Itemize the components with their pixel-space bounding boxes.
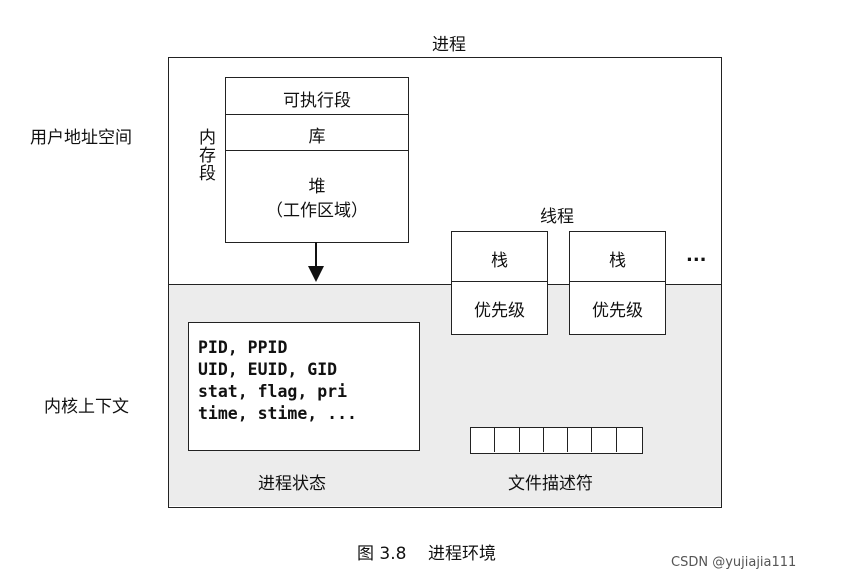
thread-stack: 栈 — [491, 251, 508, 271]
process-title: 进程 — [432, 35, 466, 55]
process-state-label: 进程状态 — [258, 474, 326, 494]
threads-label: 线程 — [540, 207, 574, 227]
thread-priority: 优先级 — [592, 301, 643, 321]
state-line: stat, flag, pri — [198, 382, 348, 401]
heap-workarea: （工作区域） — [266, 201, 368, 221]
thread-stack: 栈 — [609, 251, 626, 271]
user-kernel-divider — [168, 284, 722, 285]
file-descriptor-cell — [520, 428, 544, 452]
process-box — [168, 57, 722, 508]
segment-divider — [226, 150, 408, 151]
file-descriptor-cell — [544, 428, 569, 452]
kernel-context-label: 内核上下文 — [44, 397, 129, 417]
user-space-label: 用户地址空间 — [30, 128, 132, 148]
file-descriptor-label: 文件描述符 — [508, 474, 593, 494]
file-descriptor-cell — [592, 428, 617, 452]
file-descriptor-cell — [471, 428, 496, 452]
state-line: time, stime, ... — [198, 404, 357, 423]
state-line: PID, PPID — [198, 338, 288, 357]
executable-segment: 可执行段 — [283, 91, 351, 111]
memory-segment-label: 内存段 — [195, 128, 215, 182]
state-line: UID, EUID, GID — [198, 360, 338, 379]
watermark: CSDN @yujiajia111 — [671, 555, 797, 570]
process-state-fields: PID, PPID UID, EUID, GID stat, flag, pri… — [198, 337, 357, 425]
threads-more: ... — [686, 245, 707, 266]
file-descriptor-array — [470, 427, 643, 454]
file-descriptor-cell — [568, 428, 593, 452]
library-segment: 库 — [308, 127, 326, 147]
thread-box: 栈 优先级 — [451, 231, 548, 335]
heap-segment: 堆 — [308, 177, 326, 197]
thread-divider — [452, 281, 547, 282]
process-state-box: PID, PPID UID, EUID, GID stat, flag, pri… — [188, 322, 420, 451]
memory-segments-box: 可执行段 库 堆 （工作区域） — [225, 77, 409, 243]
file-descriptor-cell — [495, 428, 520, 452]
thread-box: 栈 优先级 — [569, 231, 666, 335]
thread-priority: 优先级 — [474, 301, 525, 321]
heap-arrow — [308, 242, 324, 282]
thread-divider — [570, 281, 665, 282]
segment-divider — [226, 114, 408, 115]
file-descriptor-cell — [617, 428, 641, 452]
figure-caption: 图 3.8 进程环境 — [357, 544, 497, 564]
